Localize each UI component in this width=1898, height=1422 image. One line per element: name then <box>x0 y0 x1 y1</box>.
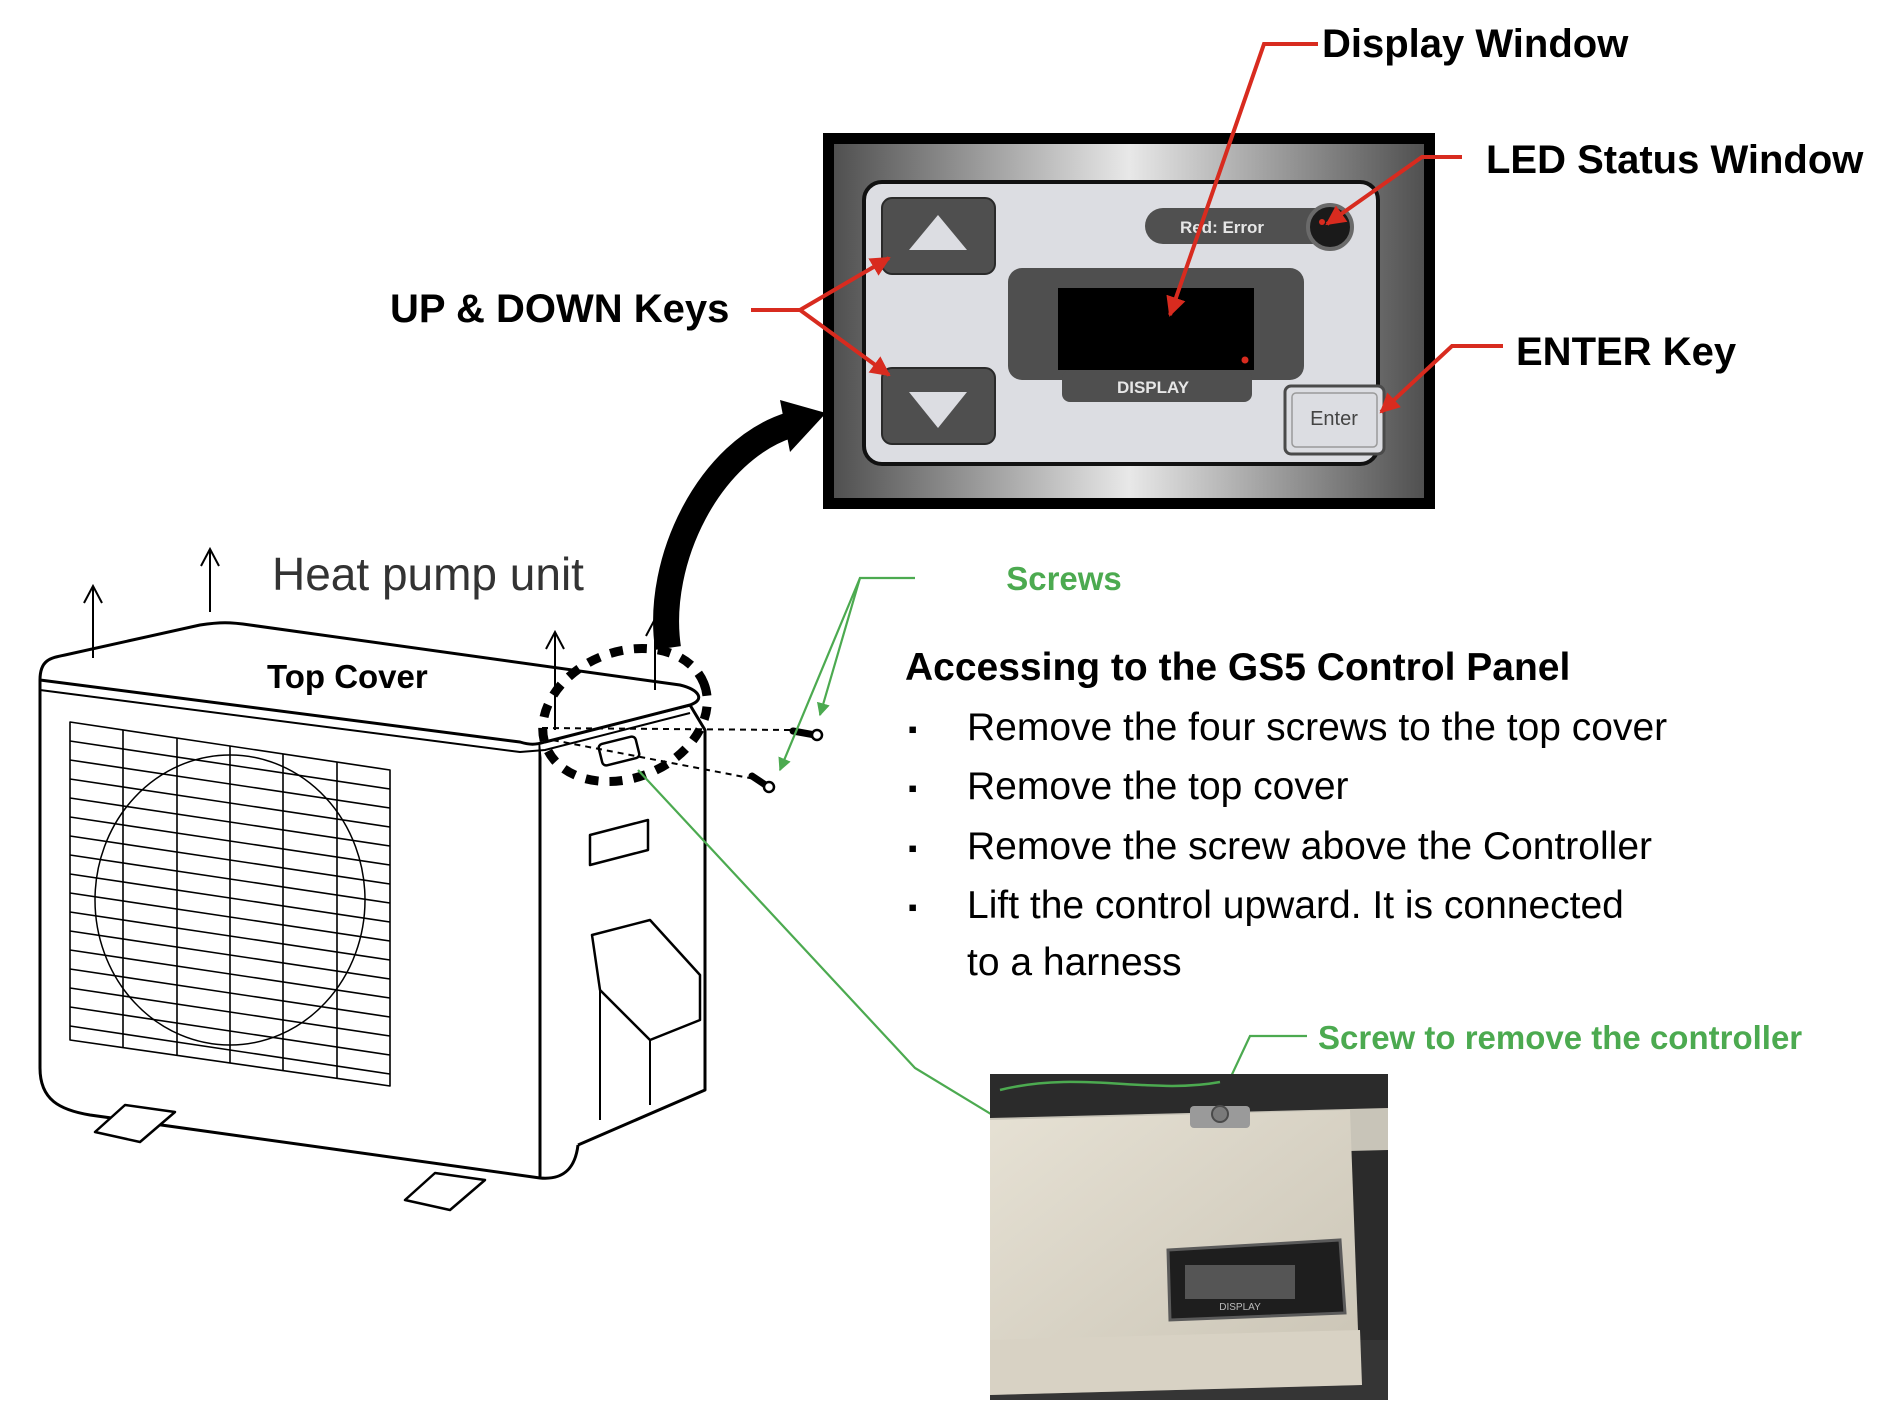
photo-display-panel <box>1185 1265 1295 1299</box>
display-dot <box>1241 356 1249 364</box>
controller-screw-label: Screw to remove the controller <box>1318 1019 1802 1056</box>
photo-wire <box>999 1080 1221 1092</box>
side-handle <box>588 818 650 867</box>
unit-to-panel-arrow <box>653 400 826 650</box>
step-4-continued: to a harness <box>967 941 1182 984</box>
top-cover-label: Top Cover <box>267 658 428 695</box>
controller-photo: DISPLAY <box>990 1074 1388 1400</box>
top-cover-edge <box>39 689 691 753</box>
control-panel: Red: Error DISPLAY Enter <box>823 133 1435 509</box>
led-indicator <box>1319 219 1325 225</box>
enter-key[interactable] <box>1283 384 1386 456</box>
top-cover <box>38 621 701 746</box>
display-label: DISPLAY <box>1117 378 1190 397</box>
controller-window <box>597 735 641 767</box>
step-4: Lift the control upward. It is connected <box>967 884 1624 927</box>
screw-upper-head <box>810 728 824 742</box>
step-1: Remove the four screws to the top cover <box>967 706 1667 749</box>
lift-arrow-1 <box>83 583 103 658</box>
display-label-tab <box>1062 370 1252 402</box>
lift-arrow-4 <box>645 616 665 690</box>
led-status-window-callout: LED Status Window <box>1486 138 1864 182</box>
bullet-4: ▪ <box>908 892 917 922</box>
step-2: Remove the top cover <box>967 765 1349 808</box>
enter-key-inner <box>1291 392 1378 448</box>
photo-cover-bottom <box>990 1330 1362 1395</box>
screws-label: Screws <box>1006 560 1122 597</box>
red-callouts: Display Window LED Status Window UP & DO… <box>390 22 1864 414</box>
up-arrow-icon <box>909 215 967 250</box>
led-label-pill <box>1145 208 1345 244</box>
down-key-leader <box>798 308 891 377</box>
lift-arrows <box>83 546 665 730</box>
bullet-2: ▪ <box>908 773 917 803</box>
unit-foot-left <box>93 1103 177 1144</box>
down-arrow-icon <box>909 392 967 428</box>
display-window <box>1058 288 1254 370</box>
heat-pump-unit <box>38 621 707 1212</box>
step-3: Remove the screw above the Controller <box>967 825 1652 868</box>
side-panel-lines <box>599 990 651 1120</box>
screws-leader-lower <box>778 577 862 772</box>
led-label: Red: Error <box>1180 218 1264 237</box>
instructions: Accessing to the GS5 Control Panel ▪ Rem… <box>905 646 1667 984</box>
bullet-3: ▪ <box>908 833 917 863</box>
photo-screw <box>1211 1105 1229 1123</box>
unit-title: Heat pump unit <box>272 548 584 600</box>
display-window-leader <box>1166 42 1318 317</box>
fan-circle <box>94 754 366 1046</box>
enter-key-callout: ENTER Key <box>1516 330 1737 374</box>
instructions-heading: Accessing to the GS5 Control Panel <box>905 646 1570 689</box>
screw-area-highlight <box>538 643 712 787</box>
screw-lower-head <box>762 780 776 794</box>
bullet-1: ▪ <box>908 714 917 744</box>
enter-key-label: Enter <box>1310 408 1358 430</box>
led-status-leader <box>1325 155 1462 226</box>
screw-guide-upper <box>541 727 791 731</box>
screws-leader-upper <box>816 576 915 717</box>
photo-display-label: DISPLAY <box>1219 1302 1261 1313</box>
display-window-callout: Display Window <box>1322 22 1629 66</box>
enter-key-leader <box>1379 344 1503 414</box>
screw-guide-lower <box>541 737 761 781</box>
up-down-keys-callout: UP & DOWN Keys <box>390 287 729 331</box>
lift-arrow-3 <box>545 629 565 730</box>
lift-arrow-2 <box>200 546 220 612</box>
unit-foot-right <box>403 1171 487 1212</box>
